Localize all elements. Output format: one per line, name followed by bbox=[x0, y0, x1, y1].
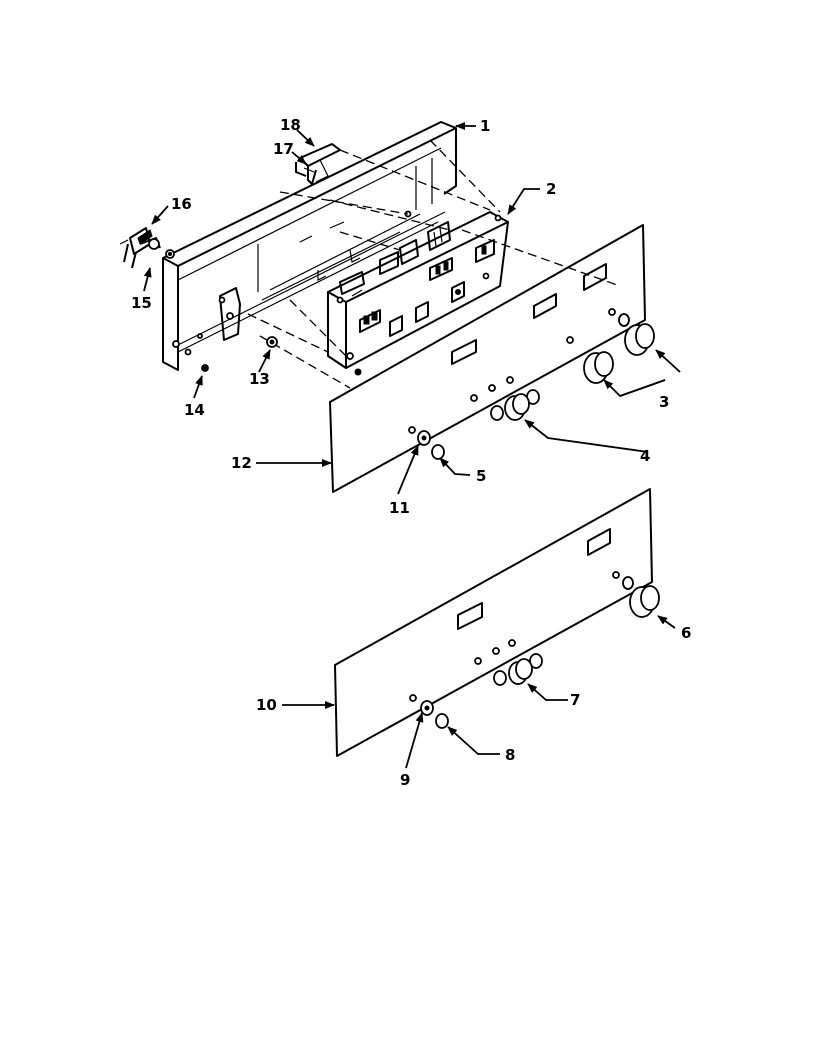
callout-2: 2 bbox=[546, 180, 556, 198]
control-panel-frame bbox=[162, 121, 457, 371]
callout-18: 18 bbox=[280, 116, 301, 134]
assembly-guide-lines bbox=[247, 139, 621, 389]
callout-14: 14 bbox=[184, 401, 205, 419]
callout-1: 1 bbox=[480, 117, 490, 135]
callout-11: 11 bbox=[389, 499, 410, 517]
leader-lines bbox=[143, 122, 681, 769]
wire-clip-bracket bbox=[295, 143, 341, 185]
callout-13: 13 bbox=[249, 370, 270, 388]
rocker-switch-assembly bbox=[119, 227, 175, 269]
callout-4: 4 bbox=[640, 447, 650, 465]
callout-15: 15 bbox=[131, 294, 152, 312]
callout-labels: 1 2 3 4 5 6 7 8 9 10 11 12 13 14 15 16 1… bbox=[131, 116, 691, 789]
callout-10: 10 bbox=[256, 696, 277, 714]
callout-6: 6 bbox=[681, 624, 691, 642]
callout-16: 16 bbox=[171, 195, 192, 213]
callout-7: 7 bbox=[570, 691, 580, 709]
control-board bbox=[327, 210, 509, 376]
callout-5: 5 bbox=[476, 467, 486, 485]
callout-12: 12 bbox=[231, 454, 252, 472]
lower-front-panel bbox=[334, 488, 660, 757]
callout-9: 9 bbox=[400, 771, 410, 789]
callout-8: 8 bbox=[505, 746, 515, 764]
screws-13-14 bbox=[201, 336, 278, 372]
callout-3: 3 bbox=[659, 393, 669, 411]
upper-front-panel bbox=[329, 224, 655, 493]
callout-17: 17 bbox=[273, 140, 294, 158]
